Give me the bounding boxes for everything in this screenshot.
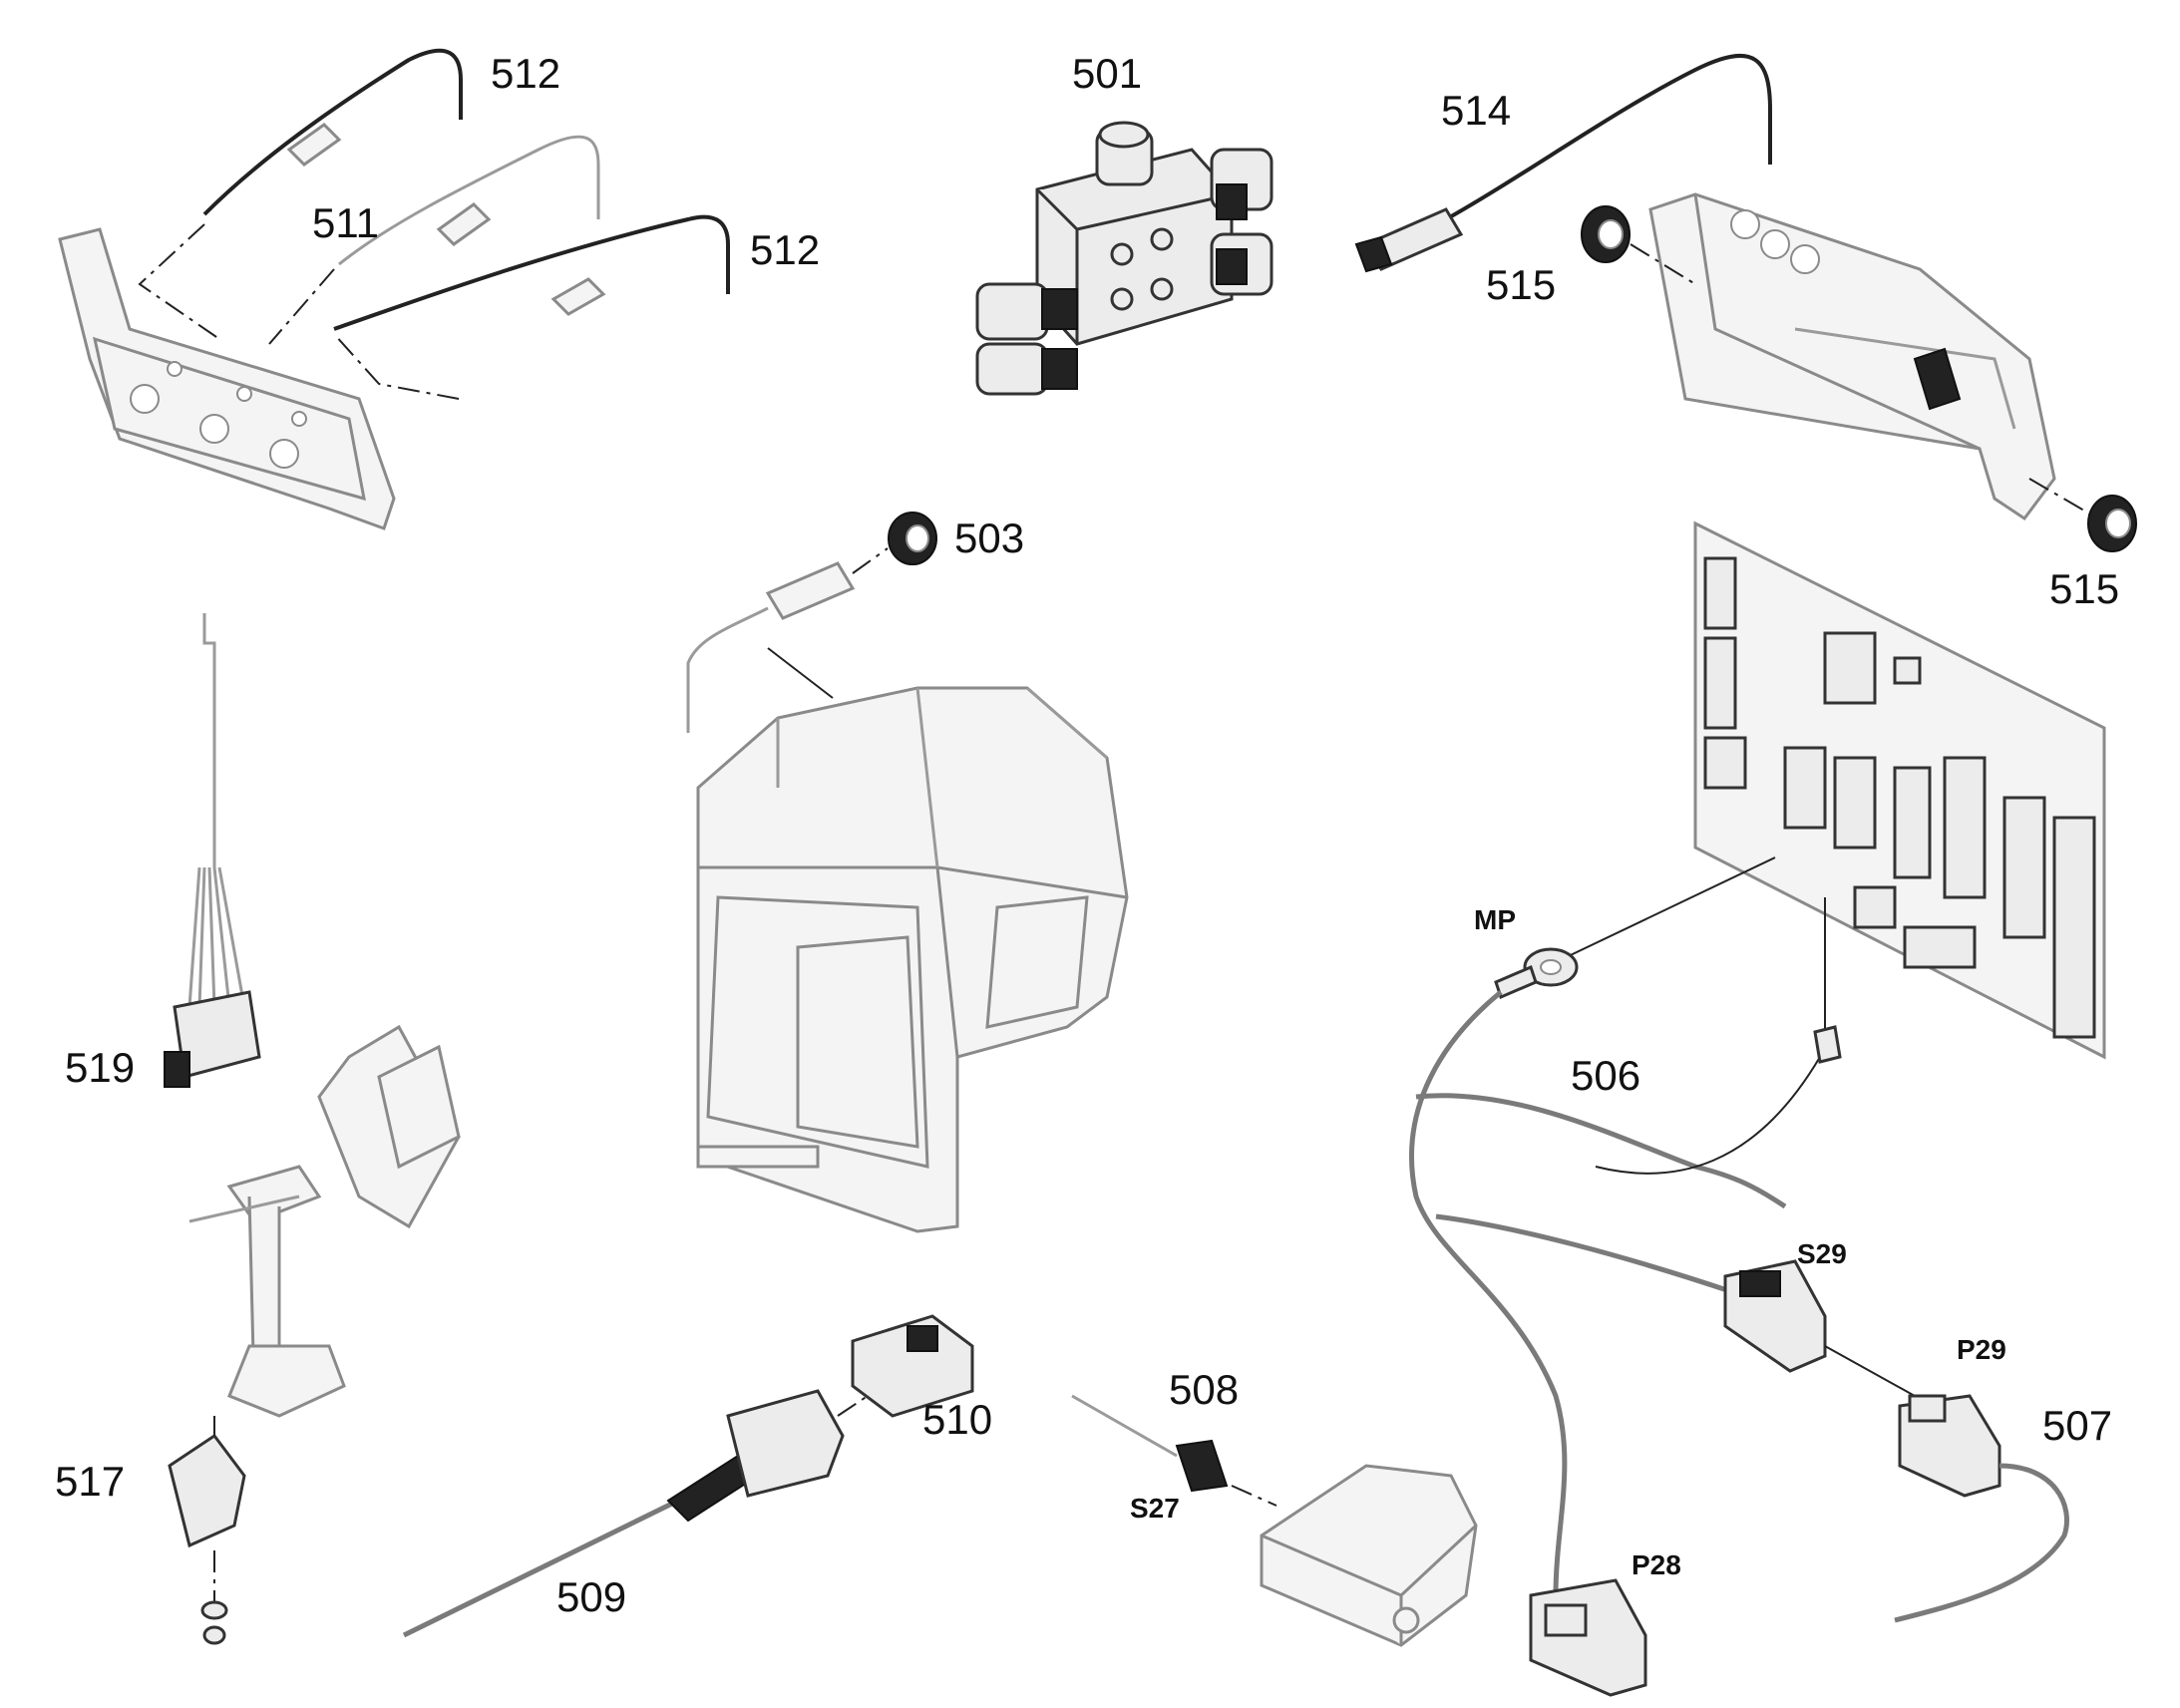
part-number-517: 517 — [55, 1458, 125, 1505]
part-number-508: 508 — [1169, 1366, 1239, 1413]
connector-cable-509 — [402, 1389, 869, 1638]
grommet-515-right — [2028, 478, 2137, 552]
part-number-512-mid: 512 — [750, 226, 820, 273]
sensor-503 — [686, 512, 937, 733]
sensor-cable — [1354, 53, 1772, 273]
part-number-515-right: 515 — [2049, 565, 2119, 612]
connector-s29 — [1723, 1259, 1916, 1397]
connector-label-s29: S29 — [1797, 1238, 1847, 1269]
part-number-514: 514 — [1441, 87, 1511, 134]
part-number-515-left: 515 — [1486, 261, 1556, 308]
connector-label-mp: MP — [1474, 904, 1516, 935]
part-number-510: 510 — [922, 1396, 992, 1443]
part-number-519: 519 — [65, 1044, 135, 1091]
connector-p29 — [1894, 1394, 2069, 1623]
part-number-511: 511 — [312, 199, 379, 246]
part-number-509: 509 — [556, 1573, 626, 1620]
control-module — [1260, 1464, 1478, 1647]
wiring-harness-506 — [1409, 856, 1842, 1596]
part-number-503: 503 — [954, 514, 1024, 561]
part-number-506: 506 — [1571, 1052, 1640, 1099]
connector-p28 — [1529, 1578, 1647, 1697]
part-number-501: 501 — [1072, 50, 1142, 97]
connector-519-with-wires — [164, 613, 261, 1088]
connector-510 — [851, 1314, 974, 1418]
connector-label-p28: P28 — [1632, 1549, 1681, 1580]
operator-cab — [696, 686, 1129, 1233]
grommet-515-left — [1581, 205, 1696, 285]
sensor-508 — [1071, 1394, 1277, 1507]
connector-label-s27: S27 — [1130, 1493, 1180, 1524]
part-number-512-top: 512 — [491, 50, 560, 97]
display-mount-517 — [168, 1024, 461, 1645]
circuit-board — [1693, 520, 2106, 1060]
connector-label-p29: P29 — [1957, 1334, 2006, 1365]
part-number-507: 507 — [2042, 1402, 2112, 1449]
valve-block — [975, 121, 1273, 396]
mounting-bracket-right — [1648, 192, 2056, 521]
bracket-with-rods-assembly — [58, 48, 730, 530]
